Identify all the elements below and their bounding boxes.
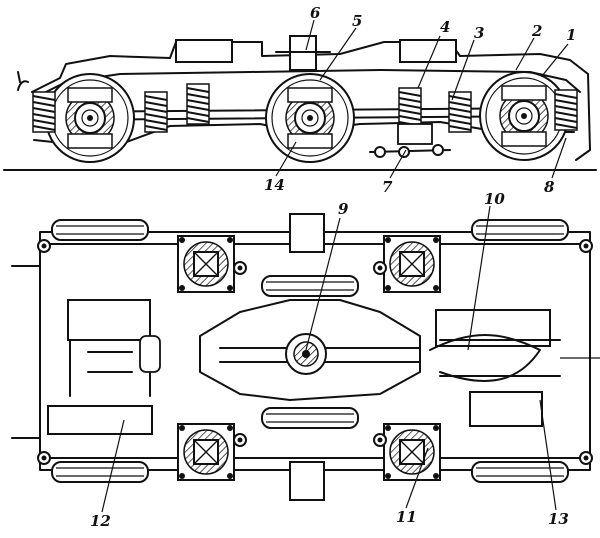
hose-left — [17, 80, 29, 91]
callout-7: 7 — [382, 178, 393, 196]
plan-frame-outer — [39, 231, 591, 471]
callout-14: 14 — [264, 176, 285, 194]
callout-5: 5 — [352, 12, 362, 30]
axlebox-bottom-left — [177, 423, 235, 481]
callout-12: 12 — [90, 512, 111, 530]
motor-housing-right — [469, 391, 543, 427]
callout-labels: 1 2 3 4 5 6 7 8 9 10 11 12 13 14 — [90, 4, 576, 530]
callout-4: 4 — [440, 18, 450, 36]
callout-leaders — [101, 19, 569, 513]
plan-wheel-top-mid — [261, 275, 359, 297]
cable-loop — [429, 334, 541, 382]
traction-motor-left — [67, 299, 151, 341]
callout-2: 2 — [531, 22, 542, 40]
callout-13: 13 — [548, 510, 569, 528]
spring-1 — [32, 91, 56, 133]
axlebox-top-left — [177, 235, 235, 293]
callout-11: 11 — [396, 508, 417, 526]
callout-1: 1 — [566, 26, 576, 44]
plan-wheel-bottom-left — [51, 461, 149, 483]
callout-9: 9 — [338, 200, 349, 218]
spring-5 — [144, 91, 168, 133]
side-elevation-view — [3, 35, 597, 171]
bolster-top — [175, 39, 233, 63]
wheel-middle — [265, 73, 355, 163]
spring-3 — [398, 87, 422, 129]
axlebox-bottom-right — [383, 423, 441, 481]
frame-top-outline — [31, 41, 591, 161]
plan-view — [11, 213, 600, 501]
motor-housing-left — [47, 405, 153, 435]
axlebox-top-right — [383, 235, 441, 293]
callout-10: 10 — [484, 190, 505, 208]
plan-wheel-top-left — [51, 219, 149, 241]
wheel-left — [45, 73, 135, 163]
callout-6: 6 — [310, 4, 321, 22]
spring-4 — [554, 89, 578, 131]
spring-2 — [186, 83, 210, 125]
plan-wheel-bottom-mid — [261, 407, 359, 429]
bolster-body — [199, 299, 421, 401]
callout-8: 8 — [544, 178, 555, 196]
plan-wheel-bottom-right — [471, 461, 569, 483]
bolster-top-right — [399, 39, 457, 63]
callout-3: 3 — [474, 24, 484, 42]
plan-brake-cylinder — [289, 213, 325, 253]
